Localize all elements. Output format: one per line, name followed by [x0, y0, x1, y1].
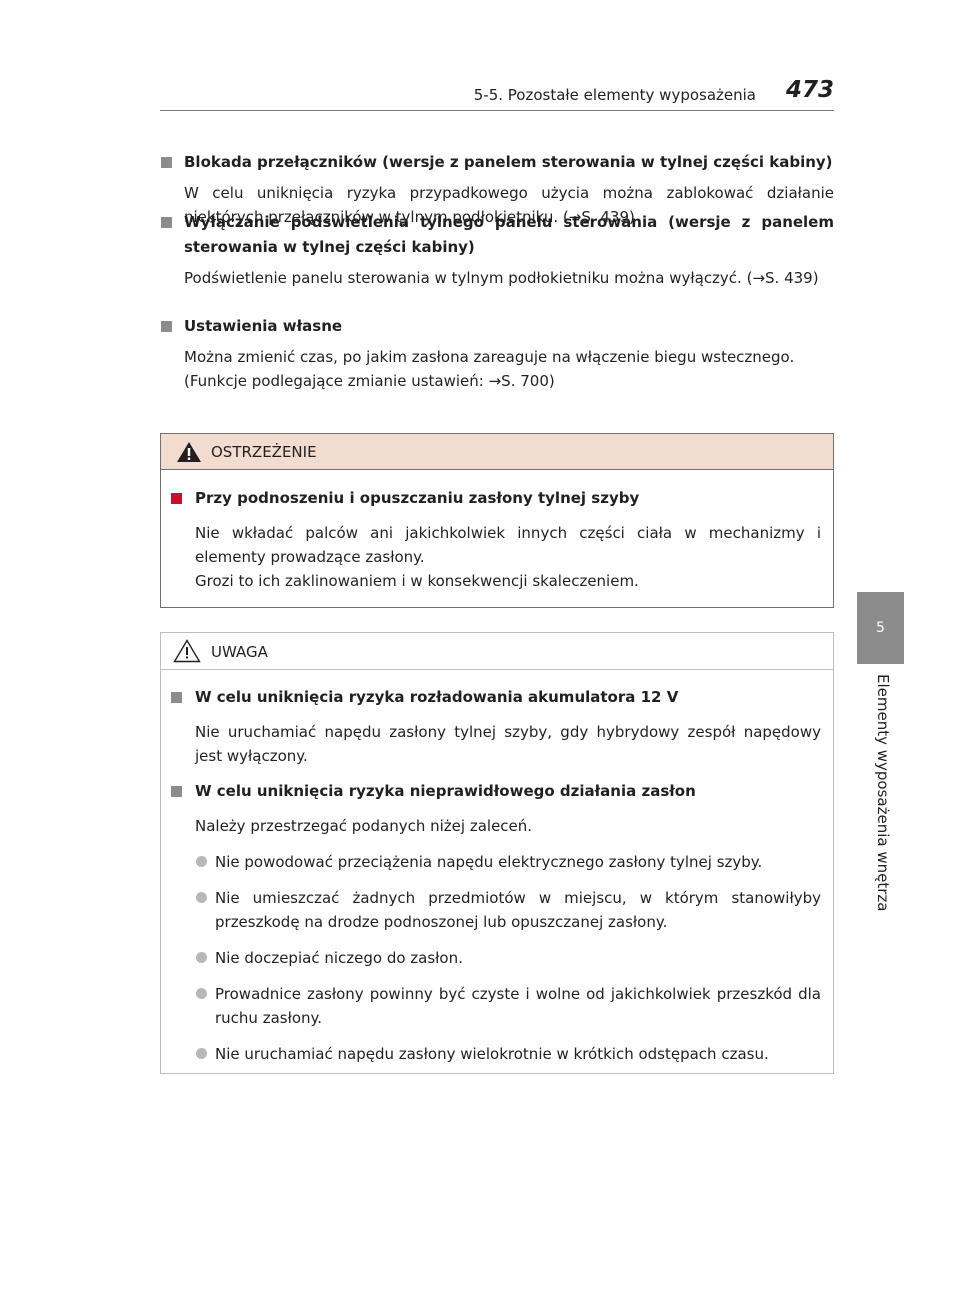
circle-bullet-icon [196, 1048, 207, 1059]
section-heading: Blokada przełączników (wersje z panelem … [160, 150, 834, 175]
section-body: Można zmienić czas, po jakim zasłona zar… [184, 348, 795, 390]
section-custom-settings: Ustawienia własne Można zmienić czas, po… [160, 314, 834, 393]
caution-triangle-icon [173, 639, 201, 663]
note-header: UWAGA [161, 633, 833, 670]
section-body: Podświetlenie panelu sterowania w tylnym… [184, 269, 819, 287]
warning-box: OSTRZEŻENIE Przy podnoszeniu i opuszczan… [160, 433, 834, 608]
square-bullet-icon [161, 321, 172, 332]
list-item: Nie umieszczać żadnych przedmiotów w mie… [171, 886, 821, 934]
list-item: Nie uruchamiać napędu zasłony wielokrotn… [171, 1042, 821, 1066]
circle-bullet-icon [196, 952, 207, 963]
circle-bullet-icon [196, 856, 207, 867]
warning-heading: Przy podnoszeniu i opuszczaniu zasłony t… [171, 486, 821, 511]
note-body: Należy przestrzegać podanych niżej zalec… [195, 817, 533, 835]
warning-section: Przy podnoszeniu i opuszczaniu zasłony t… [171, 486, 821, 593]
section-heading: Wyłączanie podświetlenia tylnego panelu … [160, 210, 834, 260]
list-item: Prowadnice zasłony powinny być czyste i … [171, 982, 821, 1030]
warning-body: Nie wkładać palców ani jakichkolwiek inn… [195, 524, 821, 590]
circle-bullet-icon [196, 892, 207, 903]
note-body: Nie uruchamiać napędu zasłony tylnej szy… [195, 723, 821, 765]
warning-triangle-icon [177, 442, 201, 462]
section-heading: Ustawienia własne [160, 314, 834, 339]
chapter-title: Elementy wyposażenia wnętrza [874, 674, 892, 912]
note-heading: W celu uniknięcia ryzyka nieprawidłowego… [171, 779, 821, 804]
note-section-battery: W celu uniknięcia ryzyka rozładowania ak… [171, 685, 821, 768]
warning-title: OSTRZEŻENIE [211, 443, 317, 461]
note-heading: W celu uniknięcia ryzyka rozładowania ak… [171, 685, 821, 710]
square-bullet-icon [171, 786, 182, 797]
page-number: 473 [785, 77, 834, 103]
note-box: UWAGA W celu uniknięcia ryzyka rozładowa… [160, 632, 834, 1074]
section-title: 5-5. Pozostałe elementy wyposażenia [473, 86, 756, 104]
page-header: 5-5. Pozostałe elementy wyposażenia 473 [160, 76, 834, 111]
square-bullet-icon [171, 692, 182, 703]
chapter-tab: 5 [857, 592, 904, 664]
section-switch-lock: Blokada przełączników (wersje z panelem … [160, 150, 834, 229]
chapter-number: 5 [876, 620, 885, 636]
circle-bullet-icon [196, 988, 207, 999]
section-panel-light: Wyłączanie podświetlenia tylnego panelu … [160, 210, 834, 290]
list-item: Nie doczepiać niczego do zasłon. [171, 946, 821, 970]
note-section-malfunction: W celu uniknięcia ryzyka nieprawidłowego… [171, 779, 821, 1066]
square-bullet-icon [161, 157, 172, 168]
note-title: UWAGA [211, 643, 268, 661]
warning-header: OSTRZEŻENIE [161, 434, 833, 470]
square-bullet-icon [161, 217, 172, 228]
list-item: Nie powodować przeciążenia napędu elektr… [171, 850, 821, 874]
section-body: W celu uniknięcia ryzyka przypadkowego u… [184, 184, 834, 226]
square-bullet-icon [171, 493, 182, 504]
